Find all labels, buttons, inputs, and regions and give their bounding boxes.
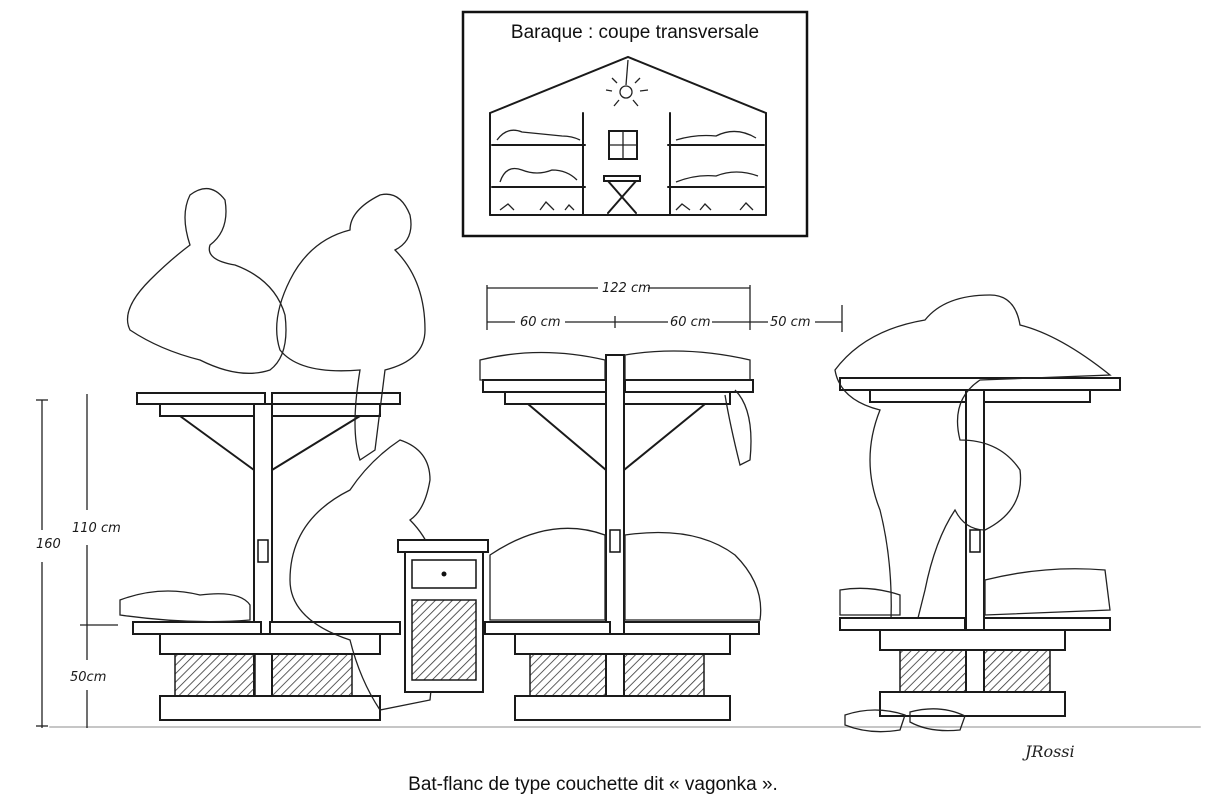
bunk-left xyxy=(119,188,441,721)
dimension-upper-height: 110 cm xyxy=(72,521,121,536)
dimension-total-height: 160 xyxy=(36,537,61,552)
inset-barrack-cross-section: Baraque : coupe transversale xyxy=(461,10,809,238)
bunk-middle xyxy=(479,350,762,721)
caption: Bat-flanc de type couchette dit « vagonk… xyxy=(408,774,778,795)
lamp-icon xyxy=(605,59,649,107)
inset-title: Baraque : coupe transversale xyxy=(511,22,759,43)
dimension-right-half: 60 cm xyxy=(670,315,711,330)
width-dimensions: 122 cm 60 cm 60 cm 50 cm xyxy=(486,281,843,332)
figure-hunched xyxy=(289,439,441,711)
nightstand xyxy=(397,539,489,693)
dimension-lower-height: 50cm xyxy=(70,670,106,685)
figure-seated-center xyxy=(276,193,426,462)
inset-right-bunks xyxy=(667,112,765,216)
dimension-left-half: 60 cm xyxy=(520,315,561,330)
figure-climbing xyxy=(834,294,1112,651)
inset-left-bunks xyxy=(491,112,586,216)
signature: JRossi xyxy=(1022,742,1075,761)
height-dimensions: 160 110 cm 50cm xyxy=(36,394,121,728)
bunk-right xyxy=(834,294,1121,733)
figure-seated-left xyxy=(126,188,287,374)
dimension-total-width: 122 cm xyxy=(602,281,651,296)
table-icon xyxy=(603,175,641,214)
dimension-aisle: 50 cm xyxy=(770,315,811,330)
